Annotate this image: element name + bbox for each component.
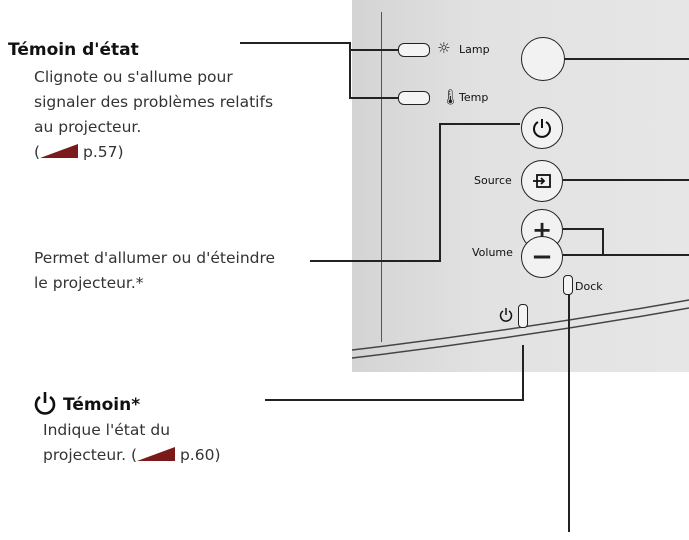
volume-label: Volume: [472, 246, 513, 259]
status-leader-line: [240, 42, 400, 99]
power-desc-line-1: Permet d'allumer ou d'éteindre: [34, 249, 276, 267]
indicator-desc-text: projecteur. (: [43, 446, 138, 464]
indicator-desc-line-2: projecteur. ( p.60): [43, 443, 303, 468]
power-icon: [533, 119, 551, 138]
volume-down-button[interactable]: −: [521, 236, 563, 278]
round-button[interactable]: [521, 37, 565, 81]
indicator-desc: Indique l'état du projecteur. ( p.60): [43, 418, 303, 468]
standby-power-icon: [499, 308, 513, 322]
status-indicator-title: Témoin d'état: [8, 40, 139, 60]
panel-edge-line: [381, 12, 382, 342]
status-ref-line: ( p.57): [34, 143, 124, 161]
indicator-title: Témoin*: [63, 395, 141, 415]
status-page-ref[interactable]: p.57: [83, 143, 118, 161]
dock-indicator-led: [563, 275, 573, 295]
source-label: Source: [474, 174, 512, 187]
page-ref-arrow-icon: [40, 144, 79, 158]
panel-bottom-curve-2: [351, 307, 689, 359]
dock-label: Dock: [575, 280, 603, 293]
power-leader-line: [310, 123, 520, 262]
temp-led: [398, 91, 430, 105]
status-indicator-desc: Clignote ou s'allume pour signaler des p…: [34, 65, 334, 165]
lamp-led: [398, 43, 430, 57]
page-ref-arrow-icon: [137, 447, 176, 461]
indicator-leader-line: [265, 345, 524, 401]
minus-icon: −: [531, 242, 553, 272]
sun-icon: ☼: [437, 39, 451, 57]
status-desc-line-2: signaler des problèmes relatifs: [34, 93, 274, 111]
indicator-desc-line-1: Indique l'état du: [43, 421, 171, 439]
thermometer-icon: 🌡: [441, 88, 461, 106]
source-input-icon: [533, 174, 551, 188]
temp-label: Temp: [459, 91, 489, 104]
indicator-power-icon: [34, 392, 56, 415]
volume-leader-line: [563, 228, 689, 256]
status-desc-line-3: au projecteur.: [34, 118, 142, 136]
power-indicator-led: [518, 304, 528, 328]
lamp-label: Lamp: [459, 43, 490, 56]
source-button[interactable]: [521, 160, 563, 202]
indicator-page-ref[interactable]: p.60): [179, 446, 221, 464]
power-button[interactable]: [521, 107, 563, 149]
power-desc-line-2: le projecteur.*: [34, 274, 144, 292]
status-desc-line-1: Clignote ou s'allume pour: [34, 68, 233, 86]
power-button-desc: Permet d'allumer ou d'éteindre le projec…: [34, 246, 324, 296]
